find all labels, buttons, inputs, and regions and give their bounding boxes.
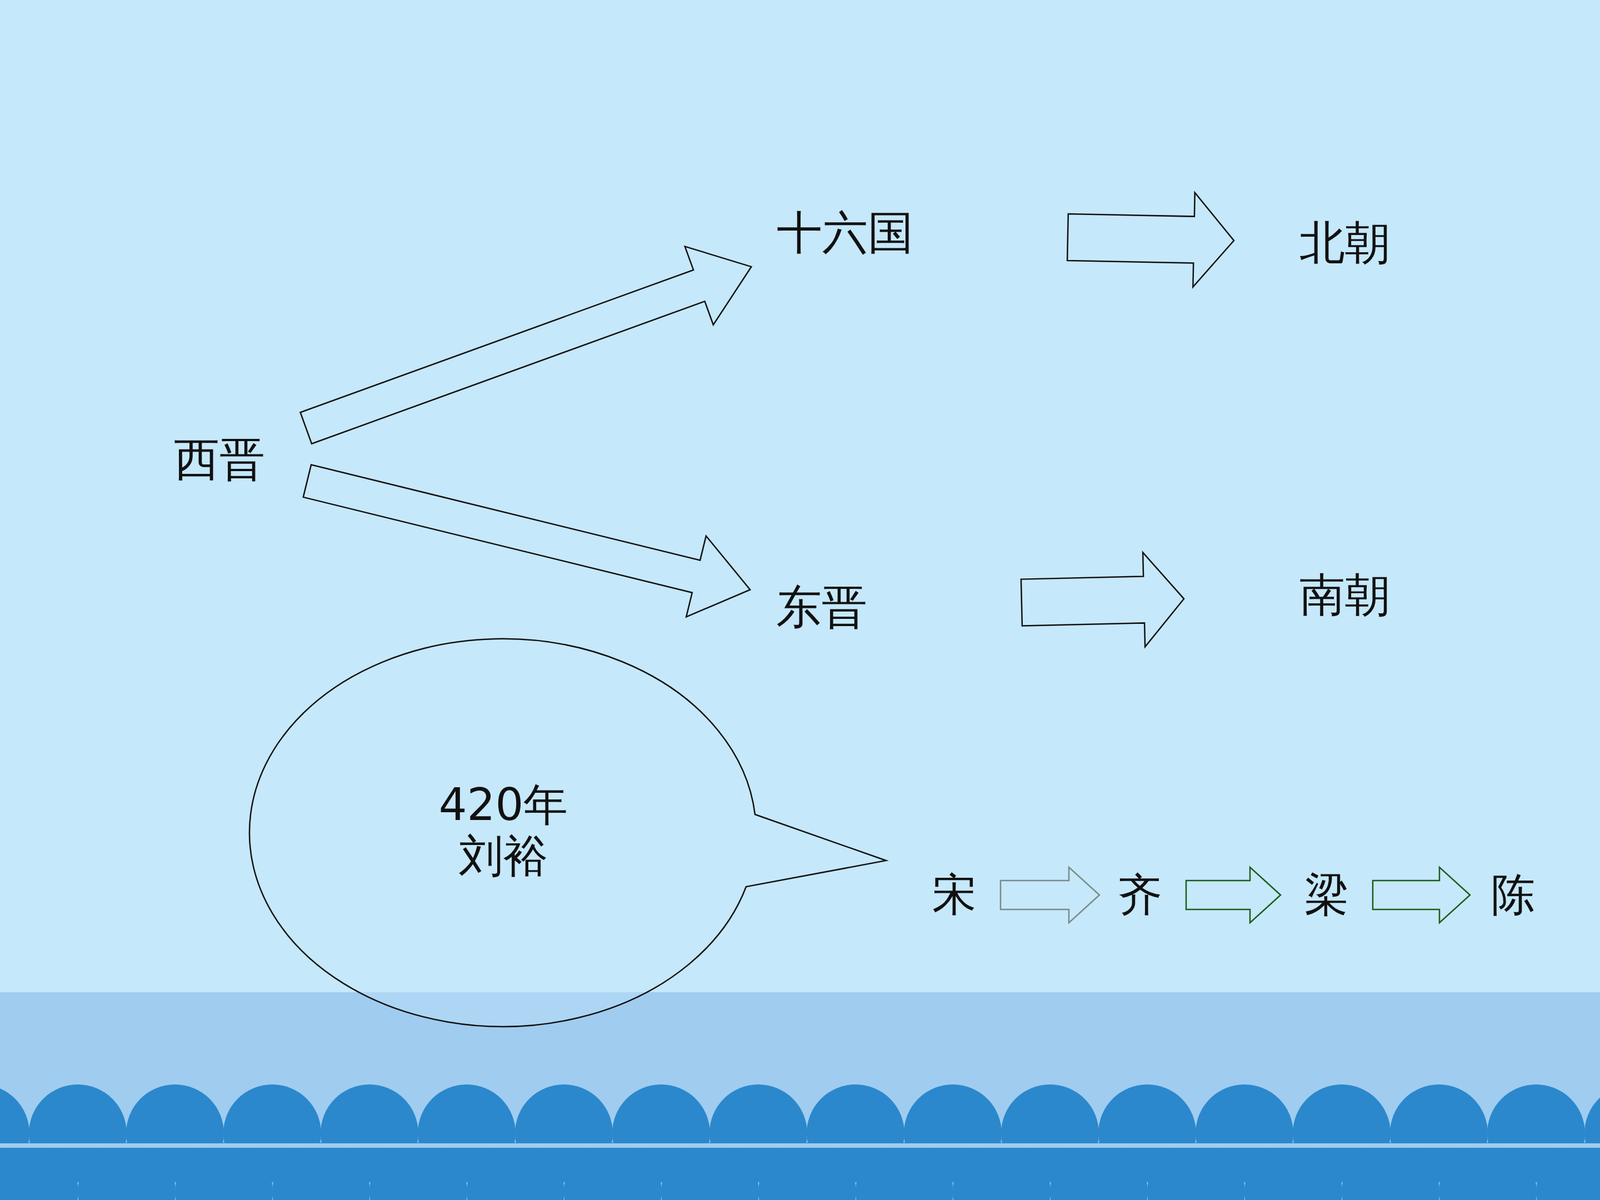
wave-scallop <box>1438 1142 1537 1200</box>
wave-scallop <box>369 1142 468 1200</box>
block-arrow <box>303 465 750 618</box>
state-label: 西晋 <box>169 430 270 489</box>
wave-scallop <box>272 1142 370 1200</box>
wave-scallop <box>77 1142 176 1200</box>
dynasty-label: 陈 <box>1486 866 1540 924</box>
dynasty-label: 梁 <box>1300 866 1354 924</box>
state-label: 南朝 <box>1295 566 1395 624</box>
block-arrow <box>1372 867 1470 923</box>
node-text: 北朝 <box>1299 216 1391 269</box>
state-label: 北朝 <box>1295 213 1395 272</box>
block-arrow <box>1186 867 1281 923</box>
block-arrow <box>1067 192 1234 288</box>
bubble-text: 420年 刘裕 <box>428 779 579 882</box>
wave-scallop <box>1050 1142 1148 1200</box>
wave-scallop <box>1147 1142 1245 1200</box>
node-text: 东晋 <box>776 581 868 634</box>
wave-scallop <box>952 1142 1051 1200</box>
wave-scallop <box>855 1142 954 1200</box>
block-arrow <box>1000 867 1100 923</box>
wave-scallop <box>1244 1142 1343 1200</box>
wave-scallops <box>0 1084 1600 1200</box>
wave-scallop <box>661 1142 759 1200</box>
block-arrow <box>1021 552 1184 648</box>
wave-scallop <box>0 1142 79 1200</box>
wave-scallop <box>1341 1142 1440 1200</box>
node-text: 南朝 <box>1299 568 1391 622</box>
bubble-path <box>249 638 887 1027</box>
wave-scallop <box>175 1142 273 1200</box>
block-arrow <box>300 246 752 444</box>
wave-scallop <box>758 1142 857 1200</box>
state-label: 十六国 <box>772 203 918 262</box>
speech-bubble: 420年 刘裕 <box>250 636 757 1025</box>
wave-gap <box>0 1143 1600 1148</box>
node-text: 宋 <box>932 869 977 921</box>
dynasty-label: 宋 <box>927 866 982 924</box>
dynasty-label: 齐 <box>1113 866 1167 924</box>
node-text: 十六国 <box>776 206 914 259</box>
node-text: 陈 <box>1491 869 1536 921</box>
wave-scallop <box>1536 1142 1600 1200</box>
node-text: 西晋 <box>173 433 265 486</box>
state-label: 东晋 <box>771 578 872 637</box>
node-text: 梁 <box>1304 869 1349 921</box>
node-text: 齐 <box>1117 869 1163 921</box>
wave-scallop <box>563 1142 662 1200</box>
wave-scallop <box>466 1142 565 1200</box>
